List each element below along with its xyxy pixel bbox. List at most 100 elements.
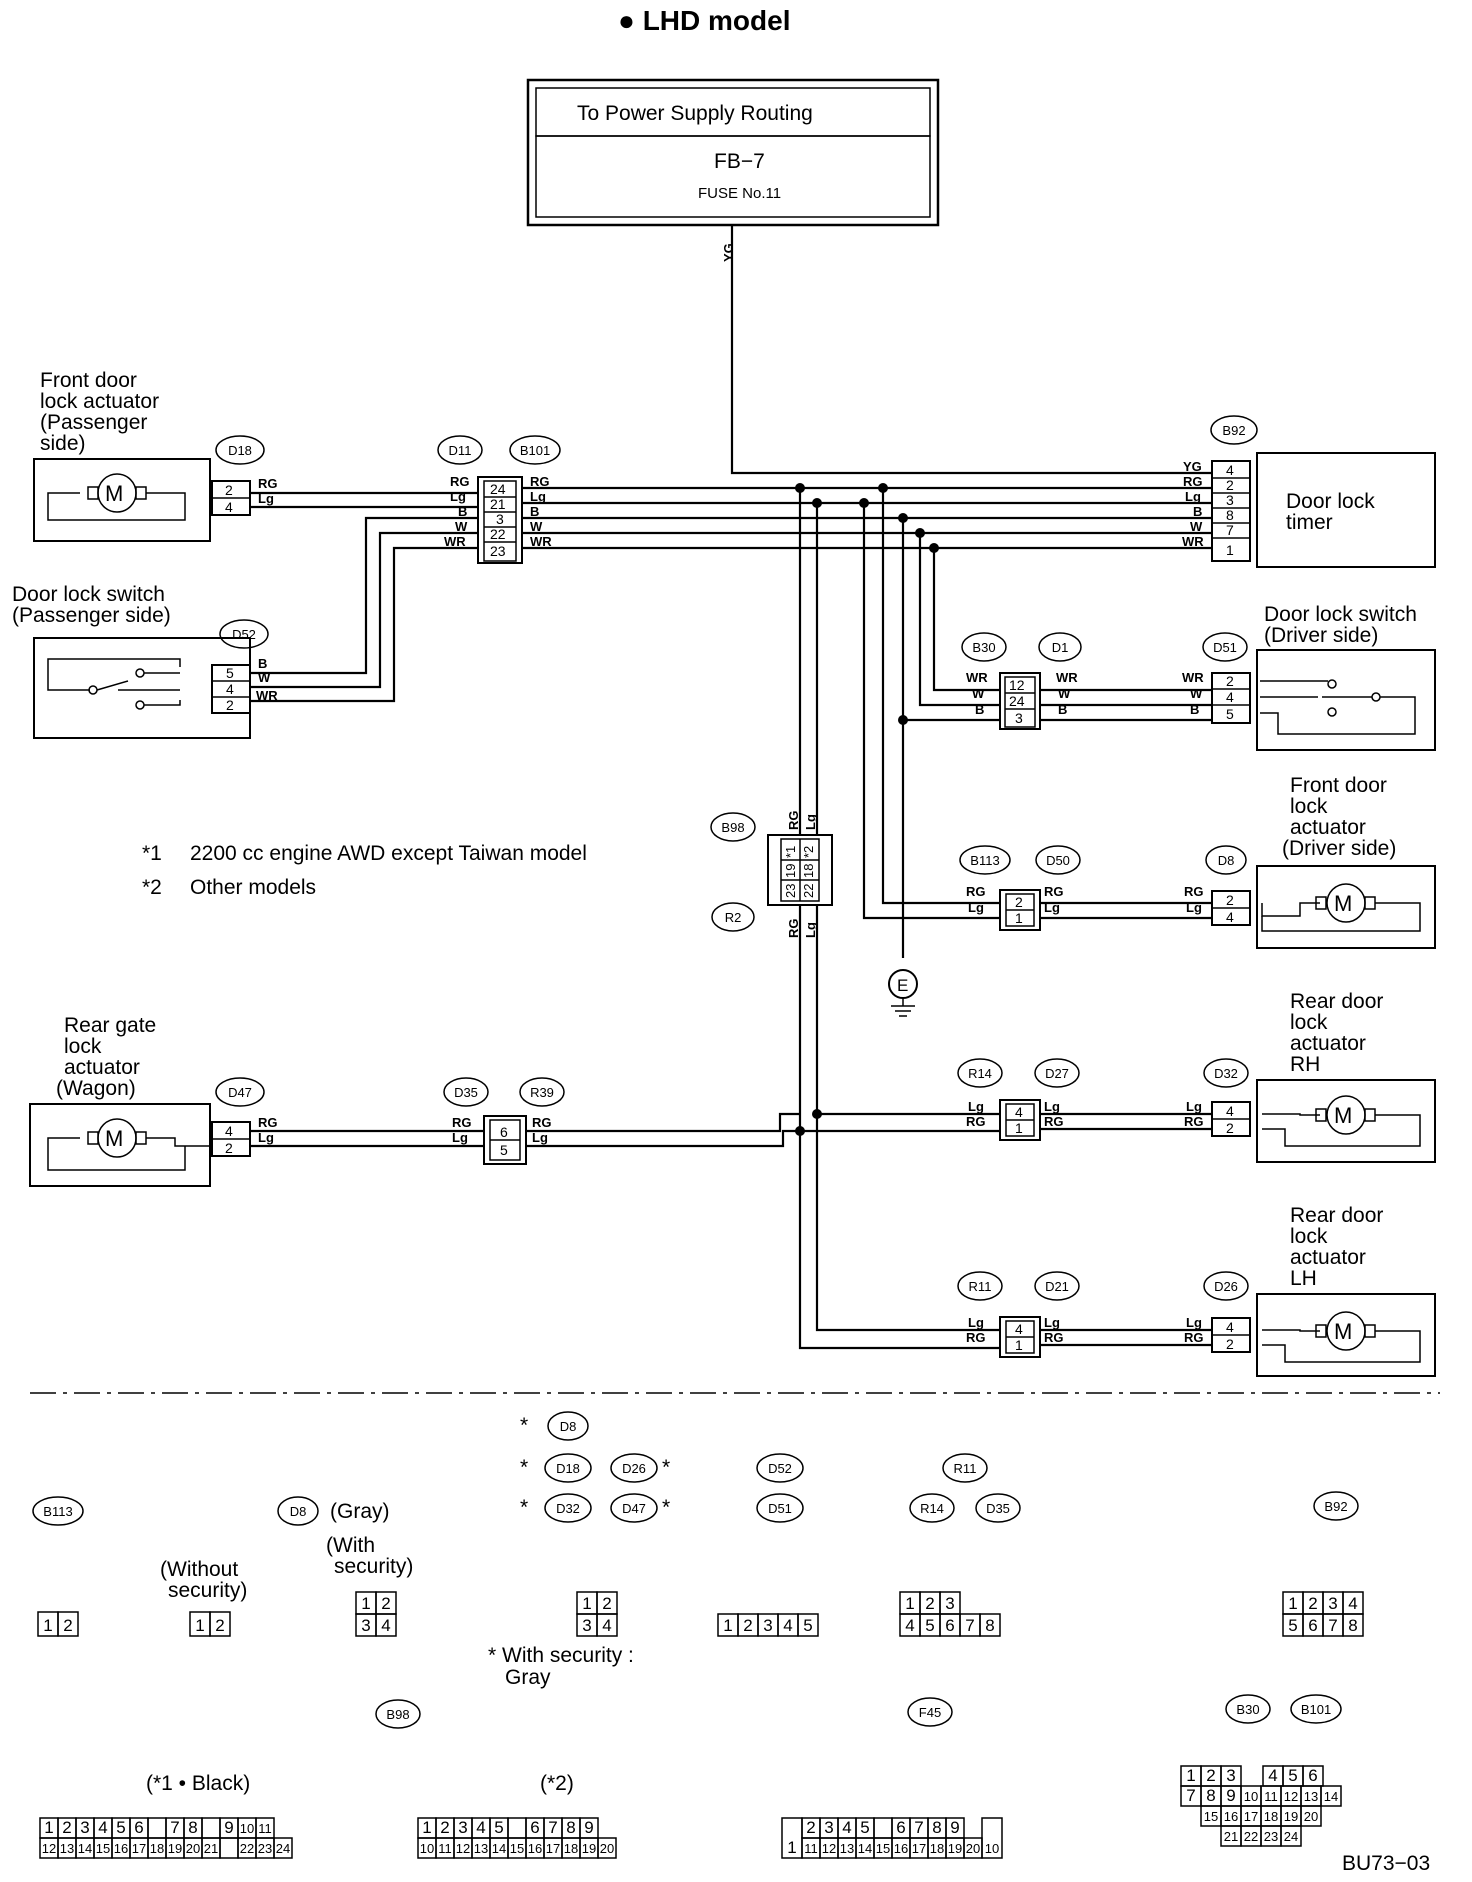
pin-number: 18 <box>150 1841 164 1856</box>
legend-badge-d47: D47 <box>610 1493 658 1523</box>
svg-text:R2: R2 <box>725 910 742 925</box>
pin-number: 9 <box>950 1818 959 1837</box>
legend-caption: security) <box>334 1555 413 1578</box>
pin-number: 3 <box>582 1616 591 1635</box>
wire-label: RG <box>1044 884 1064 899</box>
pin-cell <box>873 1817 893 1839</box>
connector-badge-d1: D1 <box>1038 632 1082 662</box>
pin-cell <box>219 1837 239 1859</box>
pin-number: 8 <box>188 1818 197 1837</box>
pin-number: 12 <box>1284 1789 1298 1804</box>
pin-number: 5 <box>226 665 234 681</box>
pin-number: 4 <box>225 1123 233 1139</box>
legend-badge-b30: B30 <box>1225 1694 1271 1724</box>
wire-label: YG <box>1183 459 1202 474</box>
pin-number: 2 <box>806 1818 815 1837</box>
pin-number: 16 <box>528 1841 542 1856</box>
pin-number: 13 <box>60 1841 74 1856</box>
legend-caption: (*2) <box>540 1772 574 1795</box>
component-label: (Driver side) <box>1264 624 1378 647</box>
wire-label: Lg <box>1044 1099 1060 1114</box>
wire-label: Lg <box>450 489 466 504</box>
connector-badge-d18: D18 <box>215 435 265 465</box>
pin-number: 14 <box>78 1841 92 1856</box>
pin-cell <box>507 1817 527 1839</box>
pin-cell <box>201 1817 221 1839</box>
component-label: lock actuator <box>40 390 159 413</box>
connector-badge-r39: R39 <box>519 1077 565 1107</box>
svg-text:B92: B92 <box>1324 1499 1347 1514</box>
pin-number: 18 <box>801 864 816 878</box>
svg-text:D51: D51 <box>768 1501 792 1516</box>
pin-number: 15 <box>96 1841 110 1856</box>
pin-number: 3 <box>458 1818 467 1837</box>
component-label: (Wagon) <box>56 1077 136 1100</box>
pin-number: 22 <box>1244 1829 1258 1844</box>
pin-number: 3 <box>1015 710 1023 726</box>
pin-number: 22 <box>240 1841 254 1856</box>
door-lock-timer: 4 2 3 8 7 1 Door lock timer <box>1211 452 1436 568</box>
pin-number: 8 <box>1226 507 1234 523</box>
pin-number: 5 <box>116 1818 125 1837</box>
motor-icon: M <box>1334 1103 1352 1128</box>
component-label: actuator <box>1290 1246 1366 1269</box>
legend-badge-r11: R11 <box>942 1453 988 1483</box>
svg-text:D52: D52 <box>768 1461 792 1476</box>
pin-number: 7 <box>170 1818 179 1837</box>
pin-number: 24 <box>1284 1829 1298 1844</box>
pin-cell <box>596 1613 618 1637</box>
svg-text:D32: D32 <box>1214 1066 1238 1081</box>
connector-d35-r39: 6 5 <box>483 1115 527 1165</box>
ground-label: E <box>897 976 908 995</box>
pin-number: 5 <box>1288 1766 1297 1785</box>
wire-label: B <box>1190 702 1199 717</box>
pin-number: 15 <box>510 1841 524 1856</box>
wire-label: WR <box>1056 670 1078 685</box>
pin-number: 4 <box>1226 462 1234 478</box>
pin-number: 4 <box>1348 1594 1357 1613</box>
pin-number: 4 <box>842 1818 851 1837</box>
pin-number: 1 <box>1186 1766 1195 1785</box>
pin-number: 11 <box>804 1841 818 1856</box>
wire-label: Lg <box>1186 1099 1202 1114</box>
pin-number: 19 <box>582 1841 596 1856</box>
legend-caption: (*1 • Black) <box>146 1772 250 1795</box>
wire-label: WR <box>530 534 552 549</box>
pin-number: 9 <box>584 1818 593 1837</box>
wire-label: W <box>972 686 985 701</box>
pin-number: 17 <box>546 1841 560 1856</box>
pin-number: 18 <box>930 1841 944 1856</box>
wire-label: WR <box>1182 534 1204 549</box>
pin-cell <box>209 1611 231 1637</box>
wire-label: RG <box>1183 474 1203 489</box>
legend-badge-d26: D26 <box>610 1453 658 1483</box>
connector-badge-r2: R2 <box>711 902 755 932</box>
pin-number: 1 <box>1015 1120 1023 1136</box>
connector-face-legend: B113 D8 (Gray) * D8 * D18 D26 * * D32 D4… <box>32 1411 1364 1859</box>
pin-number: 12 <box>1009 677 1025 693</box>
wire-label: Lg <box>530 489 546 504</box>
pin-number: 1 <box>195 1616 204 1635</box>
pin-number: 9 <box>1226 1786 1235 1805</box>
pin-number: 6 <box>896 1818 905 1837</box>
pin-number: 1 <box>43 1616 52 1635</box>
svg-text:B30: B30 <box>972 640 995 655</box>
connector-badge-b30: B30 <box>961 632 1007 662</box>
pin-number: 1 <box>1015 1337 1023 1353</box>
connector-badge-b92: B92 <box>1210 415 1258 445</box>
note-text: 2200 cc engine AWD except Taiwan model <box>190 842 587 865</box>
component-label: side) <box>40 432 86 455</box>
pin-number: 21 <box>204 1841 218 1856</box>
svg-text:R14: R14 <box>968 1066 992 1081</box>
wire-label: Lg <box>1185 489 1201 504</box>
component-label: (Driver side) <box>1282 837 1396 860</box>
pin-number: 10 <box>1244 1789 1258 1804</box>
component-label: Rear door <box>1290 990 1383 1013</box>
pin-number: 2 <box>226 697 234 713</box>
